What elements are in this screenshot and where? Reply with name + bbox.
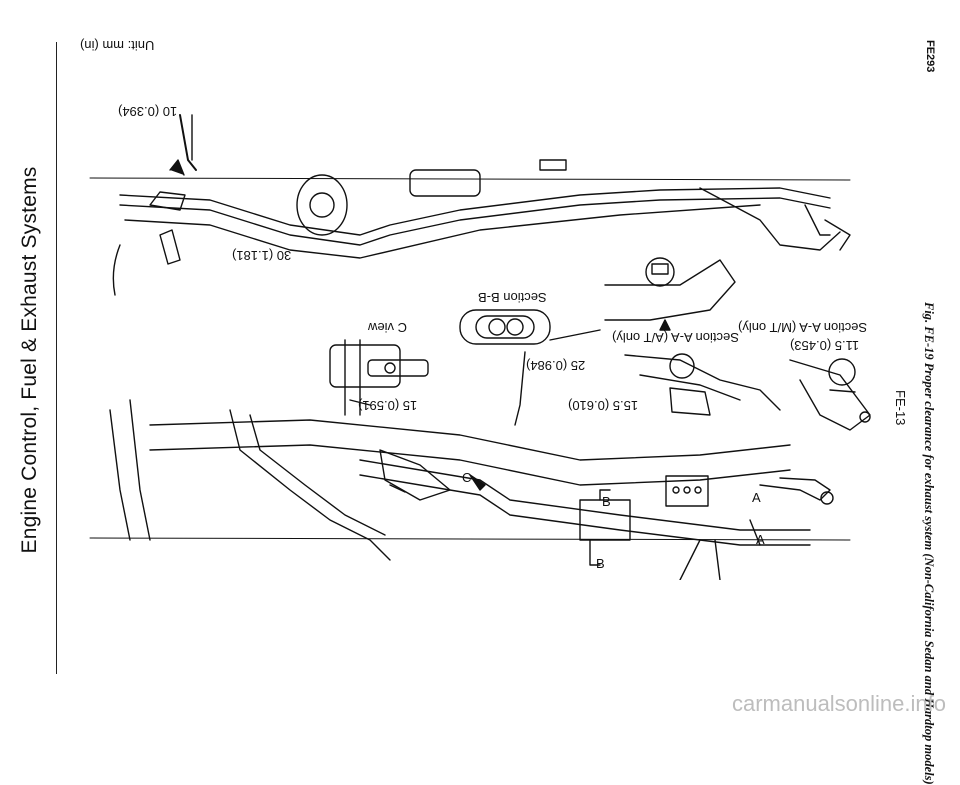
section-bb-view bbox=[459, 309, 601, 426]
sidebar-section-title: Engine Control, Fuel & Exhaust Systems bbox=[18, 166, 41, 554]
c-view-label: C view bbox=[368, 320, 408, 335]
dim-aa-at-label: 15.5 (0.610) bbox=[568, 398, 639, 413]
section-aa-mt-label: Section A-A (M/T only) bbox=[738, 320, 868, 335]
upper-exhaust-side-view bbox=[89, 114, 851, 296]
marker-a-top: A bbox=[752, 490, 761, 505]
dim-aa-mt-label: 11.5 (0.453) bbox=[790, 338, 860, 353]
lower-exhaust-top-view bbox=[89, 399, 851, 580]
unit-label: Unit: mm (in) bbox=[80, 38, 155, 53]
dim-bb-label: 25 (0.984) bbox=[526, 358, 586, 373]
section-bb-label: Section B-B bbox=[478, 290, 547, 305]
section-aa-mt-view bbox=[789, 358, 871, 431]
watermark: carmanualsonline.info bbox=[731, 691, 946, 716]
dim-top-label: 10 (0.394) bbox=[118, 104, 178, 119]
page-number: FE-13 bbox=[893, 390, 908, 426]
left-margin-rule bbox=[56, 42, 57, 674]
section-aa-at-label: Section A-A (A/T only) bbox=[612, 330, 739, 345]
marker-c: C bbox=[462, 470, 472, 485]
c-view-detail bbox=[329, 339, 429, 416]
marker-b-top: B bbox=[602, 494, 611, 509]
dim-left-label: 30 (1.181) bbox=[232, 248, 292, 263]
section-aa-at-view bbox=[604, 257, 781, 416]
marker-a-bottom: A bbox=[756, 532, 765, 547]
dim-c-label: 15 (0.591) bbox=[358, 398, 418, 413]
page-number-holder: FE-13 bbox=[880, 40, 932, 650]
marker-b-bottom: B bbox=[596, 556, 605, 571]
exhaust-system-diagram bbox=[89, 114, 871, 580]
